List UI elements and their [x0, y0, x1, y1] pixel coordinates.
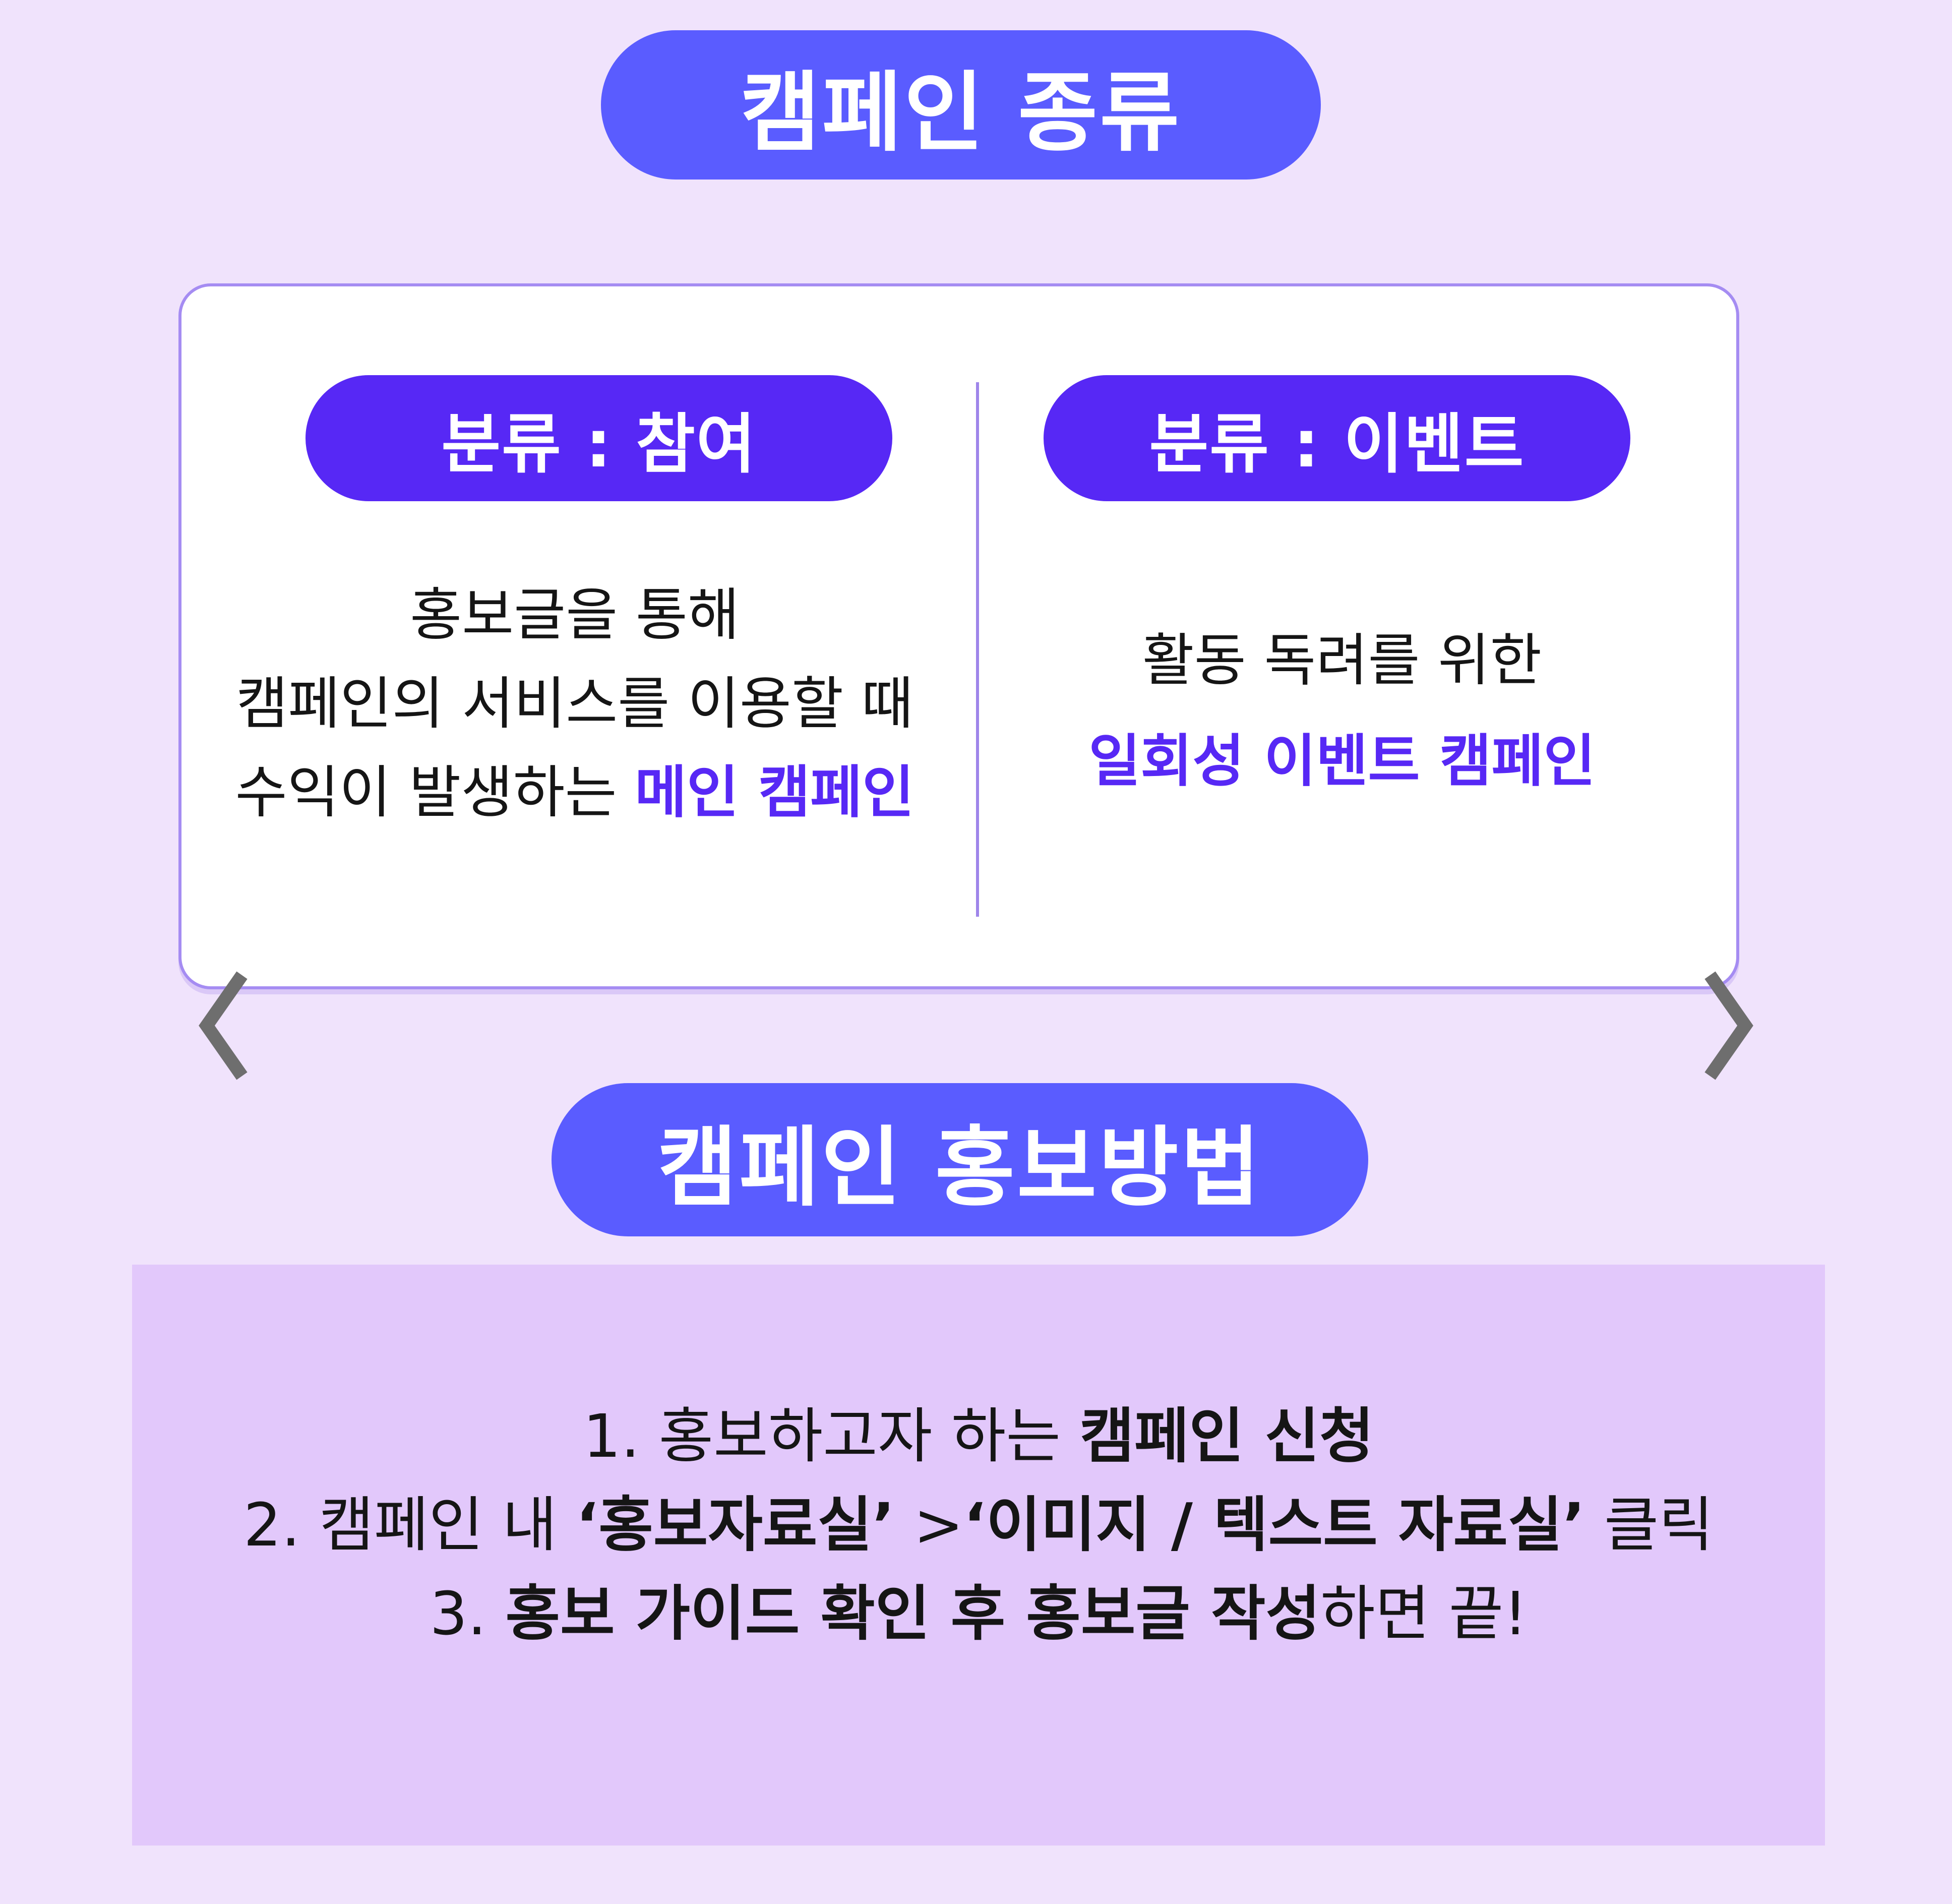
- section-title-promotion-method: 캠페인 홍보방법: [552, 1083, 1368, 1236]
- promotion-steps-box: [132, 1265, 1825, 1846]
- step-1-bold: 캠페인 신청: [1079, 1401, 1374, 1471]
- step-3-text: 3.: [430, 1579, 506, 1648]
- step-2-text: 2. 캠페인 내: [243, 1490, 576, 1560]
- participation-highlight: 메인 캠페인: [635, 760, 914, 825]
- chevron-right-icon[interactable]: [1700, 970, 1760, 1081]
- event-desc-line-1: 활동 독려를 위한: [1142, 628, 1542, 693]
- step-2-mid: >: [894, 1490, 964, 1560]
- participation-desc-line-3: 수익이 발생하는 메인 캠페인: [192, 748, 958, 837]
- step-1-text: 1. 홍보하고자 하는: [583, 1401, 1080, 1471]
- event-highlight: 일회성 이벤트 캠페인: [1088, 729, 1596, 794]
- participation-desc-line-2: 캠페인의 서비스를 이용할 때: [236, 671, 913, 737]
- category-participation-badge: 분류 : 참여: [306, 375, 892, 501]
- chevron-left-icon[interactable]: [192, 970, 252, 1081]
- category-event-badge: 분류 : 이벤트: [1044, 375, 1630, 501]
- step-3-post: 하면 끝!: [1320, 1579, 1528, 1648]
- step-2-bold-2: ‘이미지 / 텍스트 자료실’: [963, 1490, 1585, 1560]
- step-3-bold: 홍보 가이드 확인 후 홍보글 작성: [505, 1579, 1321, 1648]
- section-title-campaign-types: 캠페인 종류: [601, 30, 1321, 180]
- step-2-bold-1: ‘홍보자료실’: [576, 1490, 895, 1560]
- participation-desc-line-1: 홍보글을 통해: [410, 582, 740, 648]
- step-2-post: 클릭: [1585, 1490, 1714, 1560]
- participation-desc-line-3-text: 수익이 발생하는: [235, 760, 635, 825]
- step-1: 1. 홍보하고자 하는 캠페인 신청: [132, 1392, 1825, 1480]
- step-3: 3. 홍보 가이드 확인 후 홍보글 작성하면 끝!: [132, 1569, 1825, 1658]
- card-divider: [976, 382, 979, 917]
- promotion-steps: 1. 홍보하고자 하는 캠페인 신청 2. 캠페인 내 ‘홍보자료실’ >‘이미…: [132, 1392, 1825, 1658]
- event-description: 활동 독려를 위한 일회성 이벤트 캠페인: [989, 610, 1695, 812]
- participation-description: 홍보글을 통해 캠페인의 서비스를 이용할 때 수익이 발생하는 메인 캠페인: [192, 571, 958, 837]
- step-2: 2. 캠페인 내 ‘홍보자료실’ >‘이미지 / 텍스트 자료실’ 클릭: [132, 1480, 1825, 1569]
